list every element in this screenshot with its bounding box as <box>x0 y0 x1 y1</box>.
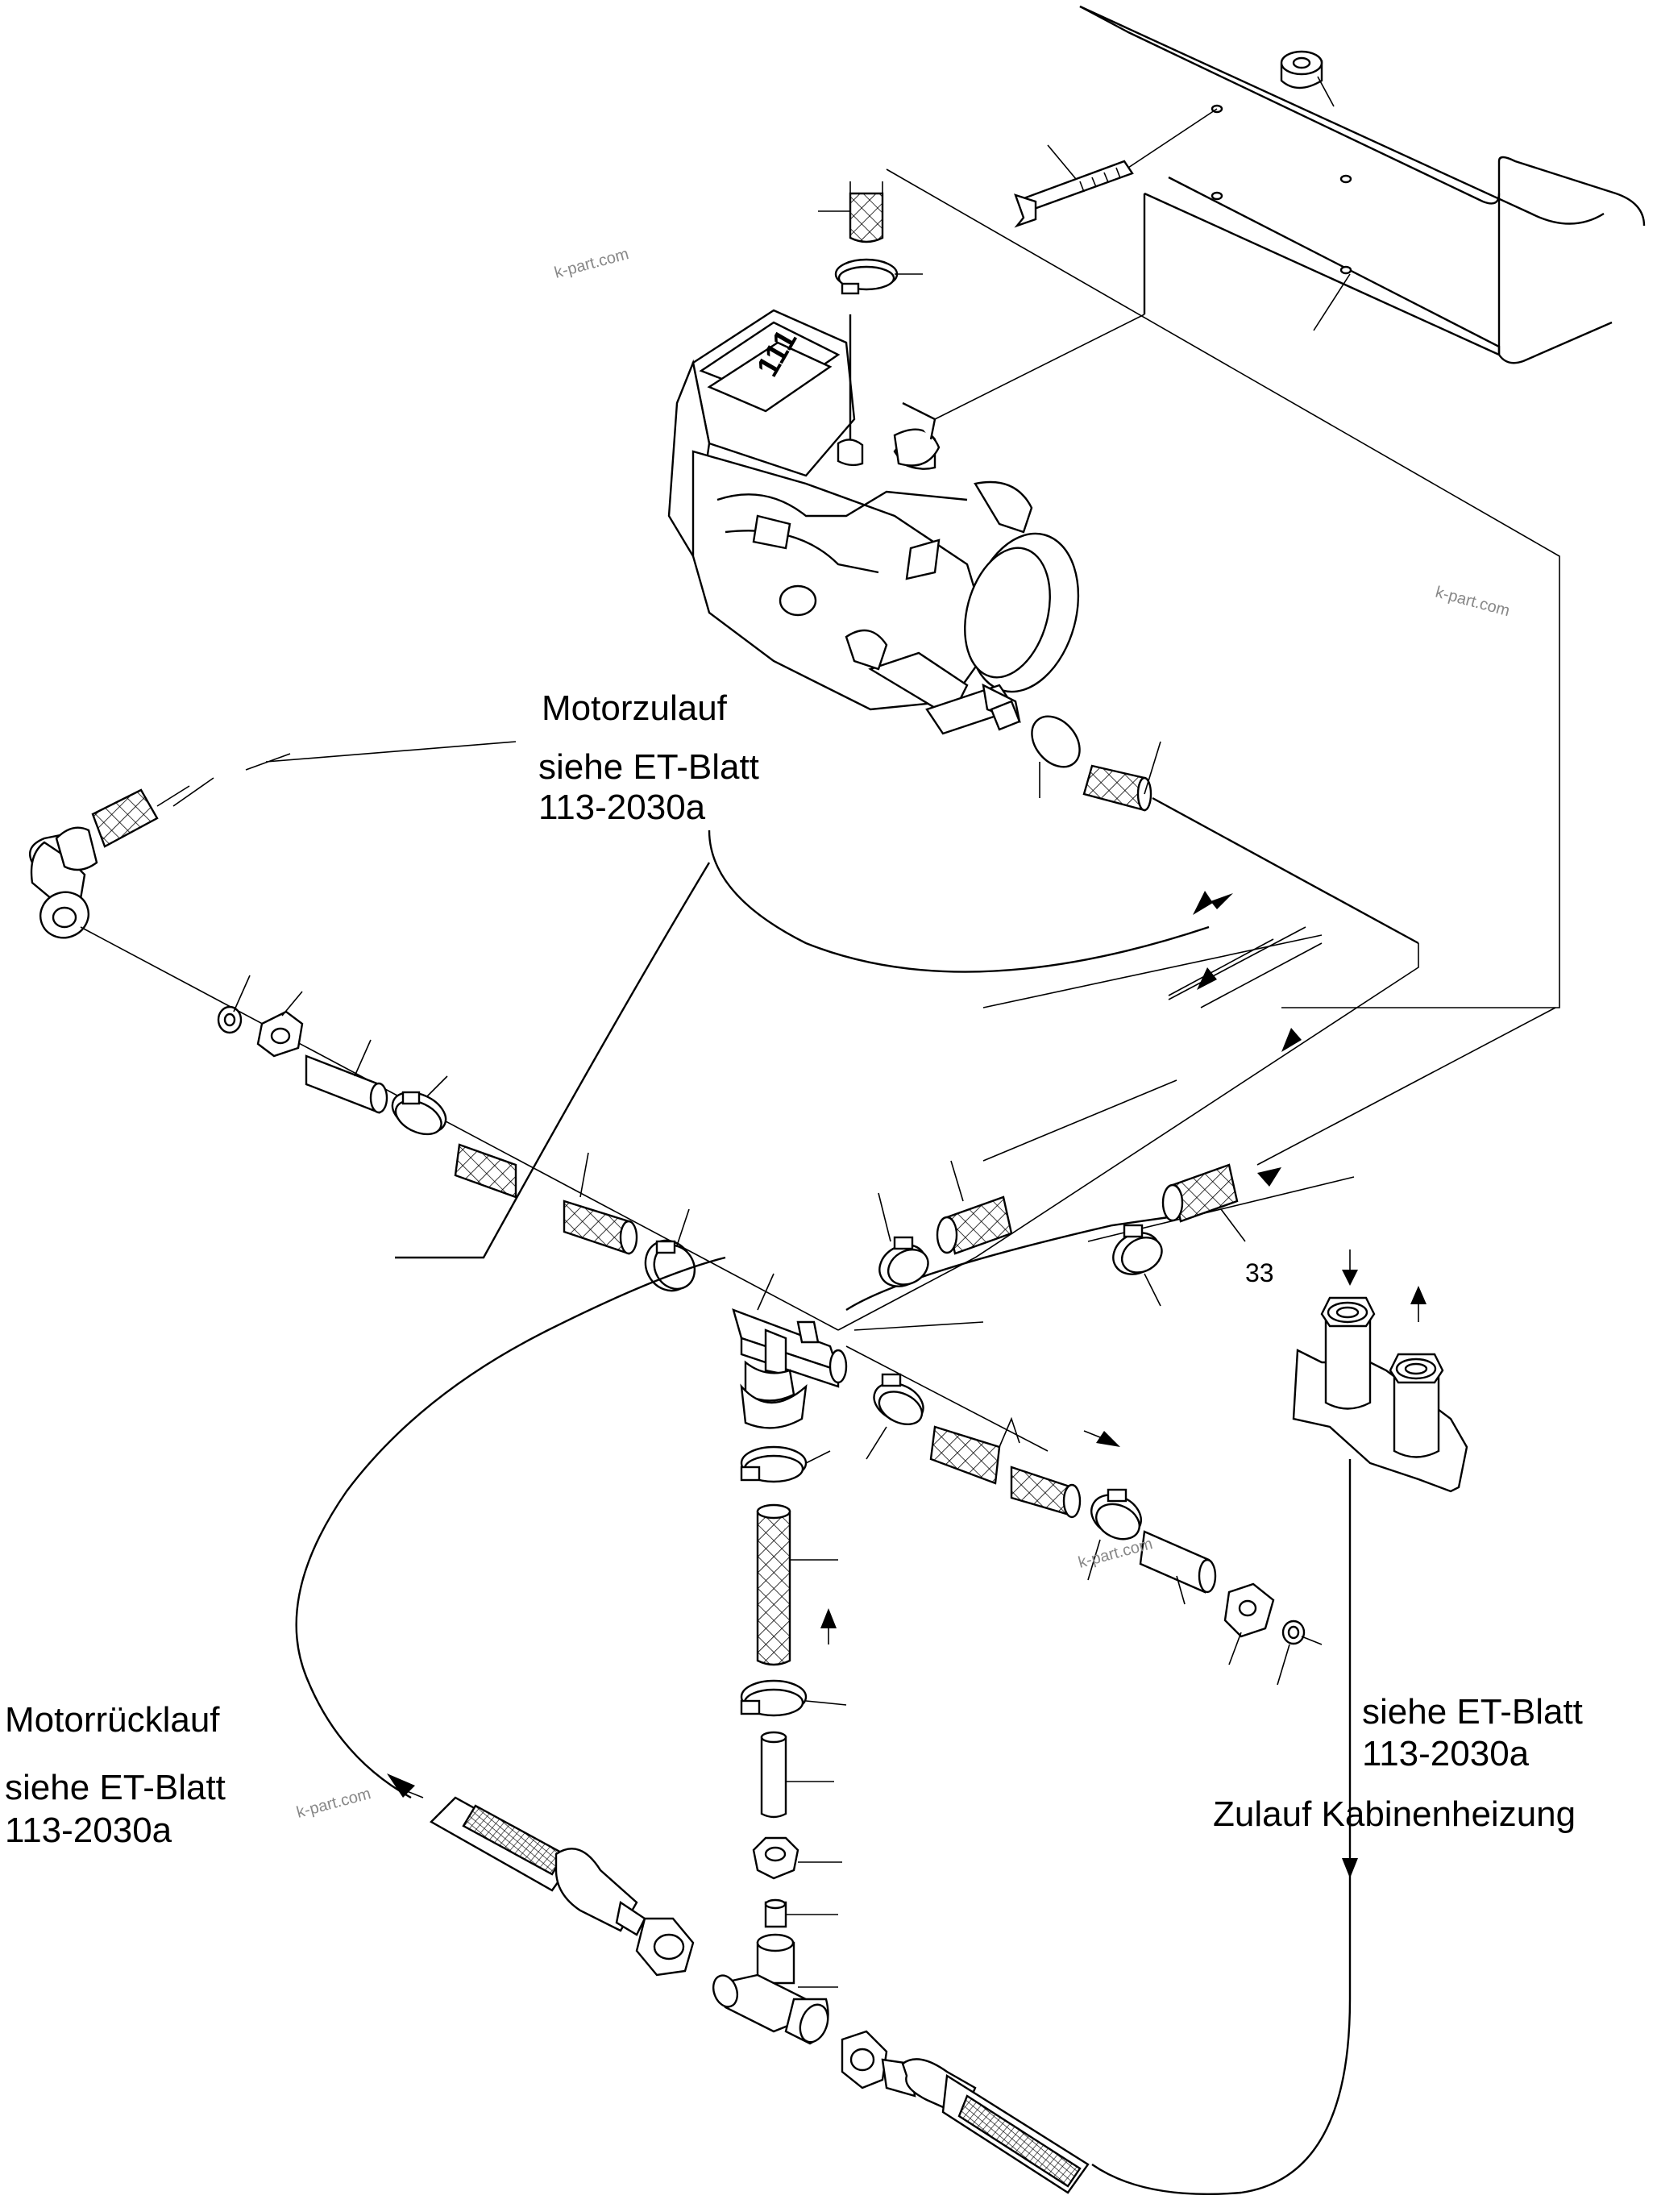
feed-line-parts <box>217 975 696 1292</box>
label-kabinenheizung: siehe ET-Blatt 113-2030a Zulauf Kabinenh… <box>1213 1692 1583 1834</box>
watermark: k-part.com <box>1434 584 1512 621</box>
motorruecklauf-title: Motorrücklauf <box>5 1700 220 1740</box>
watermark: k-part.com <box>295 1785 373 1822</box>
cabin-feed-line <box>1091 1459 1358 2195</box>
watermark: k-part.com <box>1077 1535 1155 1572</box>
bottom-left-return-hose <box>295 1256 726 1977</box>
riser-parts <box>740 1445 847 1928</box>
watermark: k-part.com <box>553 245 631 282</box>
heater-outlet-parts <box>990 700 1419 945</box>
motorruecklauf-ref-line1: siehe ET-Blatt <box>5 1768 226 1807</box>
motorzulauf-title: Motorzulauf <box>542 688 728 728</box>
upper-hose-clamp <box>834 258 923 295</box>
upper-hose-section <box>818 181 884 243</box>
lower-tee <box>712 1933 838 2045</box>
upper-right-hoses <box>878 1160 1246 1307</box>
bottom-right-feed-hose <box>841 2030 1090 2194</box>
label-motorruecklauf: Motorrücklauf siehe ET-Blatt 113-2030a <box>5 1700 226 1850</box>
mounting-bolt <box>1014 108 1218 228</box>
part-number-33: 33 <box>1245 1258 1274 1287</box>
heater-unit: 111 <box>667 309 1080 735</box>
spacer-sleeve <box>1280 50 1335 107</box>
cabin-heater-fitting <box>1292 1249 1468 1493</box>
right-branch-parts <box>866 1373 1323 1686</box>
motorruecklauf-ref-line2: 113-2030a <box>5 1811 172 1850</box>
kabinenheizung-title: Zulauf Kabinenheizung <box>1213 1794 1576 1834</box>
flow-paths <box>395 862 1556 1452</box>
leader-lines <box>886 168 1560 1008</box>
central-tee <box>732 1273 848 1429</box>
riser-flow-arrow <box>820 1608 837 1628</box>
engine-feed-hose <box>28 741 839 1331</box>
label-motorzulauf: Motorzulauf siehe ET-Blatt 113-2030a <box>538 688 759 827</box>
mounting-bracket <box>1079 5 1646 364</box>
motorzulauf-ref-line1: siehe ET-Blatt <box>538 747 759 787</box>
kabinenheizung-ref-line2: 113-2030a <box>1362 1734 1530 1773</box>
motorzulauf-curve <box>708 830 1323 1187</box>
kabinenheizung-ref-line1: siehe ET-Blatt <box>1362 1692 1583 1732</box>
motorzulauf-ref-line2: 113-2030a <box>538 788 706 827</box>
